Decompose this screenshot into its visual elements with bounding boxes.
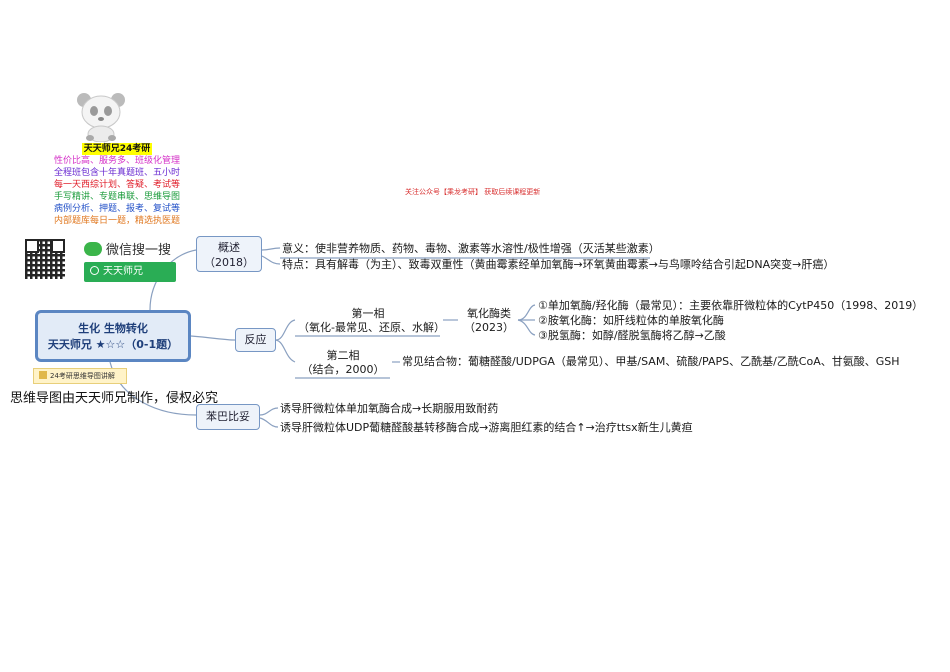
phenobarbital-label: 苯巴比妥 (206, 410, 250, 423)
lecture-tag: 24考研思维导图讲解 (33, 368, 127, 384)
search-text: 天天师兄 (103, 266, 143, 277)
tag-icon (39, 371, 47, 379)
phase2-detail: （结合，2000） (301, 363, 385, 376)
phenobarbital-item: 诱导肝微粒体UDP葡糖醛酸基转移酶合成→游离胆红素的结合↑→治疗ttsx新生儿黄… (280, 421, 693, 434)
root-subtitle: 天天师兄 ★☆☆（0-1题） (47, 338, 179, 351)
promo-line: 性价比高、服务多、班级化管理 (53, 156, 180, 166)
conjugates-text: 常见结合物：葡糖醛酸/UDPGA（最常见）、甲基/SAM、硫酸/PAPS、乙酰基… (402, 355, 900, 368)
wechat-icon (84, 242, 102, 256)
promo-block: 天天师兄24考研 性价比高、服务多、班级化管理 全程班包含十年真题班、五小时 每… (22, 143, 212, 227)
qr-code-icon (25, 239, 65, 279)
promo-line: 手写精讲、专题串联、思维导图 (53, 192, 180, 202)
node-overview[interactable]: 概述 （2018） (196, 236, 262, 272)
node-phenobarbital[interactable]: 苯巴比妥 (196, 404, 260, 430)
copyright-text: 思维导图由天天师兄制作，侵权必究 (10, 391, 219, 406)
phase2-label: 第二相 （结合，2000） (298, 349, 388, 377)
enzyme-item: ②胺氧化酶：如肝线粒体的单胺氧化酶 (538, 314, 724, 327)
wechat-label-text: 微信搜一搜 (106, 243, 172, 258)
promo-line: 全程班包含十年真题班、五小时 (53, 168, 180, 178)
overview-year: （2018） (204, 256, 254, 269)
reaction-label: 反应 (244, 333, 267, 346)
promo-line: 病例分析、押题、报考、复试等 (53, 204, 180, 214)
root-node[interactable]: 生化 生物转化 天天师兄 ★☆☆（0-1题） (35, 310, 191, 362)
wechat-search-label: 微信搜一搜 (84, 239, 171, 258)
phase1-title: 第一相 (351, 307, 385, 320)
phase2-title: 第二相 (326, 349, 360, 362)
phase1-detail: （氧化-最常见、还原、水解） (298, 321, 445, 334)
enzyme-item: ③脱氢酶：如醇/醛脱氢酶将乙醇→乙酸 (538, 329, 726, 342)
promo-title: 天天师兄24考研 (81, 143, 153, 155)
promo-line: 内部题库每日一题，精选执医题 (53, 216, 180, 226)
promo-line: 每一天西综计划、答疑、考试等 (53, 180, 180, 190)
overview-feature: 特点：具有解毒（为主）、致毒双重性（黄曲霉素经单加氧酶→环氧黄曲霉素→与鸟嘌呤结… (282, 258, 835, 271)
phenobarbital-item: 诱导肝微粒体单加氧酶合成→长期服用致耐药 (280, 402, 499, 415)
node-reaction[interactable]: 反应 (235, 328, 276, 352)
wechat-search-button[interactable]: 天天师兄 (84, 262, 176, 282)
overview-meaning: 意义：使非营养物质、药物、毒物、激素等水溶性/极性增强（灭活某些激素） (282, 242, 660, 255)
oxidase-title: 氧化酶类 (467, 307, 511, 320)
enzyme-item: ①单加氧酶/羟化酶（最常见）：主要依靠肝微粒体的CytP450（1998、201… (538, 299, 924, 312)
watermark-text: 关注公众号【乘龙考研】 获取后续课程更新 (405, 188, 541, 196)
root-title: 生化 生物转化 (78, 322, 148, 335)
panda-mascot-icon (77, 93, 125, 142)
overview-label: 概述 (218, 241, 240, 254)
tag-text: 24考研思维导图讲解 (50, 372, 115, 380)
oxidase-year: （2023） (464, 321, 514, 334)
oxidase-label: 氧化酶类 （2023） (460, 307, 518, 335)
search-icon (90, 266, 99, 275)
phase1-label: 第一相 （氧化-最常见、还原、水解） (298, 307, 445, 335)
